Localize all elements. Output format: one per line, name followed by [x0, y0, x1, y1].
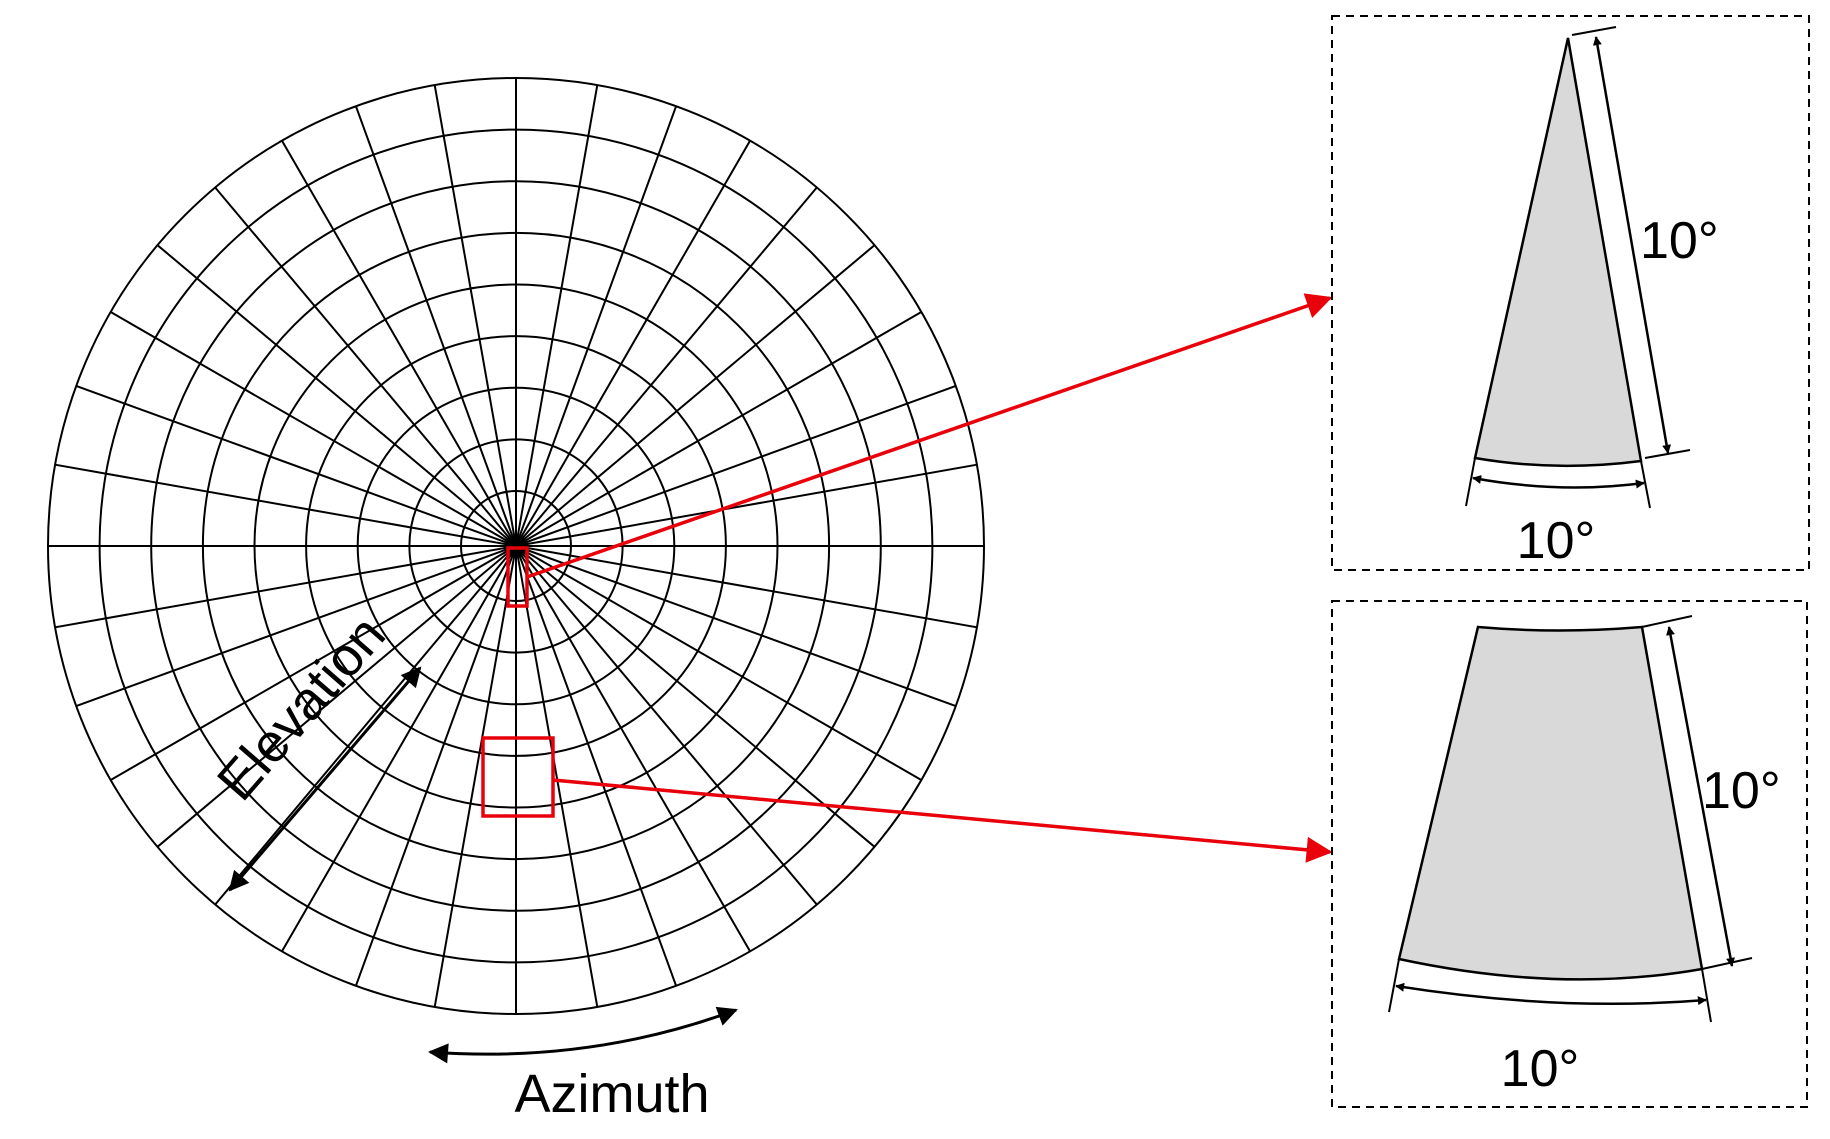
azimuth-spoke — [433, 545, 517, 1008]
inset-top-cell — [1473, 37, 1643, 468]
azimuth-spoke — [515, 311, 922, 547]
azimuth-spoke — [515, 140, 751, 547]
inset-top-frame — [1331, 15, 1810, 571]
inset-top-height-label: 10° — [1640, 212, 1719, 270]
azimuth-spoke — [433, 84, 517, 547]
elevation-arrow — [228, 666, 422, 892]
azimuth-spoke — [515, 545, 957, 708]
inset-bottom-height-arrow — [1666, 626, 1735, 967]
azimuth-spoke — [515, 545, 678, 987]
outer-cell-highlight — [481, 736, 555, 818]
inset-bottom-height-tick-end — [1701, 957, 1753, 970]
azimuth-spoke — [354, 545, 517, 987]
inset-top-width-tick-right — [1640, 460, 1651, 509]
azimuth-spoke — [156, 244, 517, 547]
azimuth-arrow — [428, 1006, 738, 1064]
inset-bottom-height-label: 10° — [1702, 762, 1781, 820]
azimuth-spoke — [54, 463, 517, 547]
inset-top-height-tick-end — [1644, 449, 1691, 459]
azimuth-spoke — [515, 244, 876, 547]
azimuth-spoke — [515, 384, 957, 547]
azimuth-spoke — [214, 186, 517, 547]
azimuth-spoke — [515, 105, 678, 547]
inset-top-height-tick-start — [1571, 26, 1617, 36]
inset-bottom-cell — [1397, 625, 1704, 981]
azimuth-spoke — [515, 545, 876, 848]
polar-grid — [47, 77, 985, 1015]
inset-top-width-arrow — [1472, 475, 1645, 489]
inset-bottom-frame — [1331, 600, 1808, 1108]
connector-arrow-top — [526, 293, 1333, 579]
inset-top-width-label: 10° — [1517, 512, 1596, 570]
inset-top-width-tick-left — [1465, 457, 1476, 507]
azimuth-spoke — [75, 384, 517, 547]
inset-bottom-width-tick-right — [1701, 968, 1712, 1023]
azimuth-spoke — [54, 545, 517, 629]
azimuth-spoke — [515, 186, 818, 547]
inset-bottom-width-arrow — [1395, 982, 1707, 1006]
inset-top: 10° 10° — [1331, 15, 1810, 571]
azimuth-spoke — [110, 545, 517, 781]
inset-top-height-arrow — [1592, 36, 1672, 454]
inset-bottom: 10° 10° — [1331, 600, 1808, 1108]
azimuth-spoke — [75, 545, 517, 708]
azimuth-spoke — [515, 84, 599, 547]
azimuth-spoke — [515, 463, 978, 547]
azimuth-spoke — [110, 311, 517, 547]
connector-arrow-bottom — [552, 778, 1333, 863]
inset-bottom-height-tick-start — [1641, 615, 1693, 628]
azimuth-spoke — [515, 545, 818, 906]
azimuth-label: Azimuth — [514, 1064, 709, 1124]
azimuth-spoke — [281, 140, 517, 547]
inset-bottom-width-label: 10° — [1501, 1040, 1580, 1098]
azimuth-spoke — [515, 545, 751, 952]
azimuth-spoke — [354, 105, 517, 547]
inset-bottom-width-tick-left — [1388, 958, 1400, 1013]
azimuth-indicator: Azimuth — [428, 1006, 738, 1124]
azimuth-spoke — [515, 545, 978, 629]
azimuth-spoke — [515, 545, 599, 1008]
azimuth-spoke — [515, 545, 922, 781]
